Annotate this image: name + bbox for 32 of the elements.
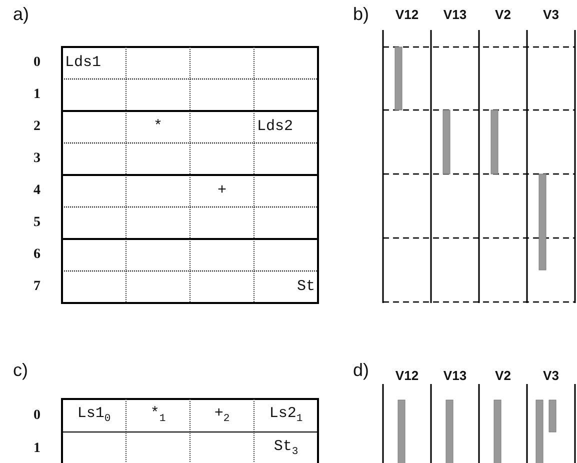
column-header: V13 (443, 368, 467, 384)
column-header: V12 (395, 368, 419, 384)
row-number: 0 (34, 55, 40, 71)
panel-label: b) (353, 5, 370, 25)
cell-text: Lds1 (65, 54, 102, 72)
row-number: 7 (34, 279, 40, 295)
cell-text: Ls2$_{1}$ (269, 406, 303, 426)
cell-text: Ls1$_{0}$ (77, 406, 111, 426)
cell-text: Lds2 (257, 118, 294, 136)
cell-text: + (217, 182, 226, 200)
row-number: 5 (34, 215, 40, 231)
cell-text: St (296, 278, 315, 296)
row-number: 0 (34, 408, 40, 424)
cell-text: *$_{1}$ (150, 406, 166, 426)
panel-label: c) (13, 361, 28, 381)
panel-label: a) (13, 5, 30, 25)
row-number: 2 (34, 119, 40, 135)
column-header: V3 (543, 8, 559, 22)
row-number: 6 (34, 247, 40, 263)
row-number: 4 (34, 183, 40, 199)
row-number: 1 (34, 87, 40, 103)
panel-label: d) (353, 361, 370, 381)
cell-text: * (153, 118, 162, 136)
cell-text: +$_{2}$ (214, 406, 230, 426)
column-header: V2 (495, 368, 511, 384)
cell-text: St$_{3}$ (274, 438, 298, 458)
column-header: V3 (543, 368, 559, 384)
row-number: 3 (34, 151, 40, 167)
column-header: V13 (443, 8, 467, 22)
row-number: 1 (34, 440, 40, 456)
column-header: V2 (495, 8, 511, 22)
column-header: V12 (395, 8, 419, 22)
